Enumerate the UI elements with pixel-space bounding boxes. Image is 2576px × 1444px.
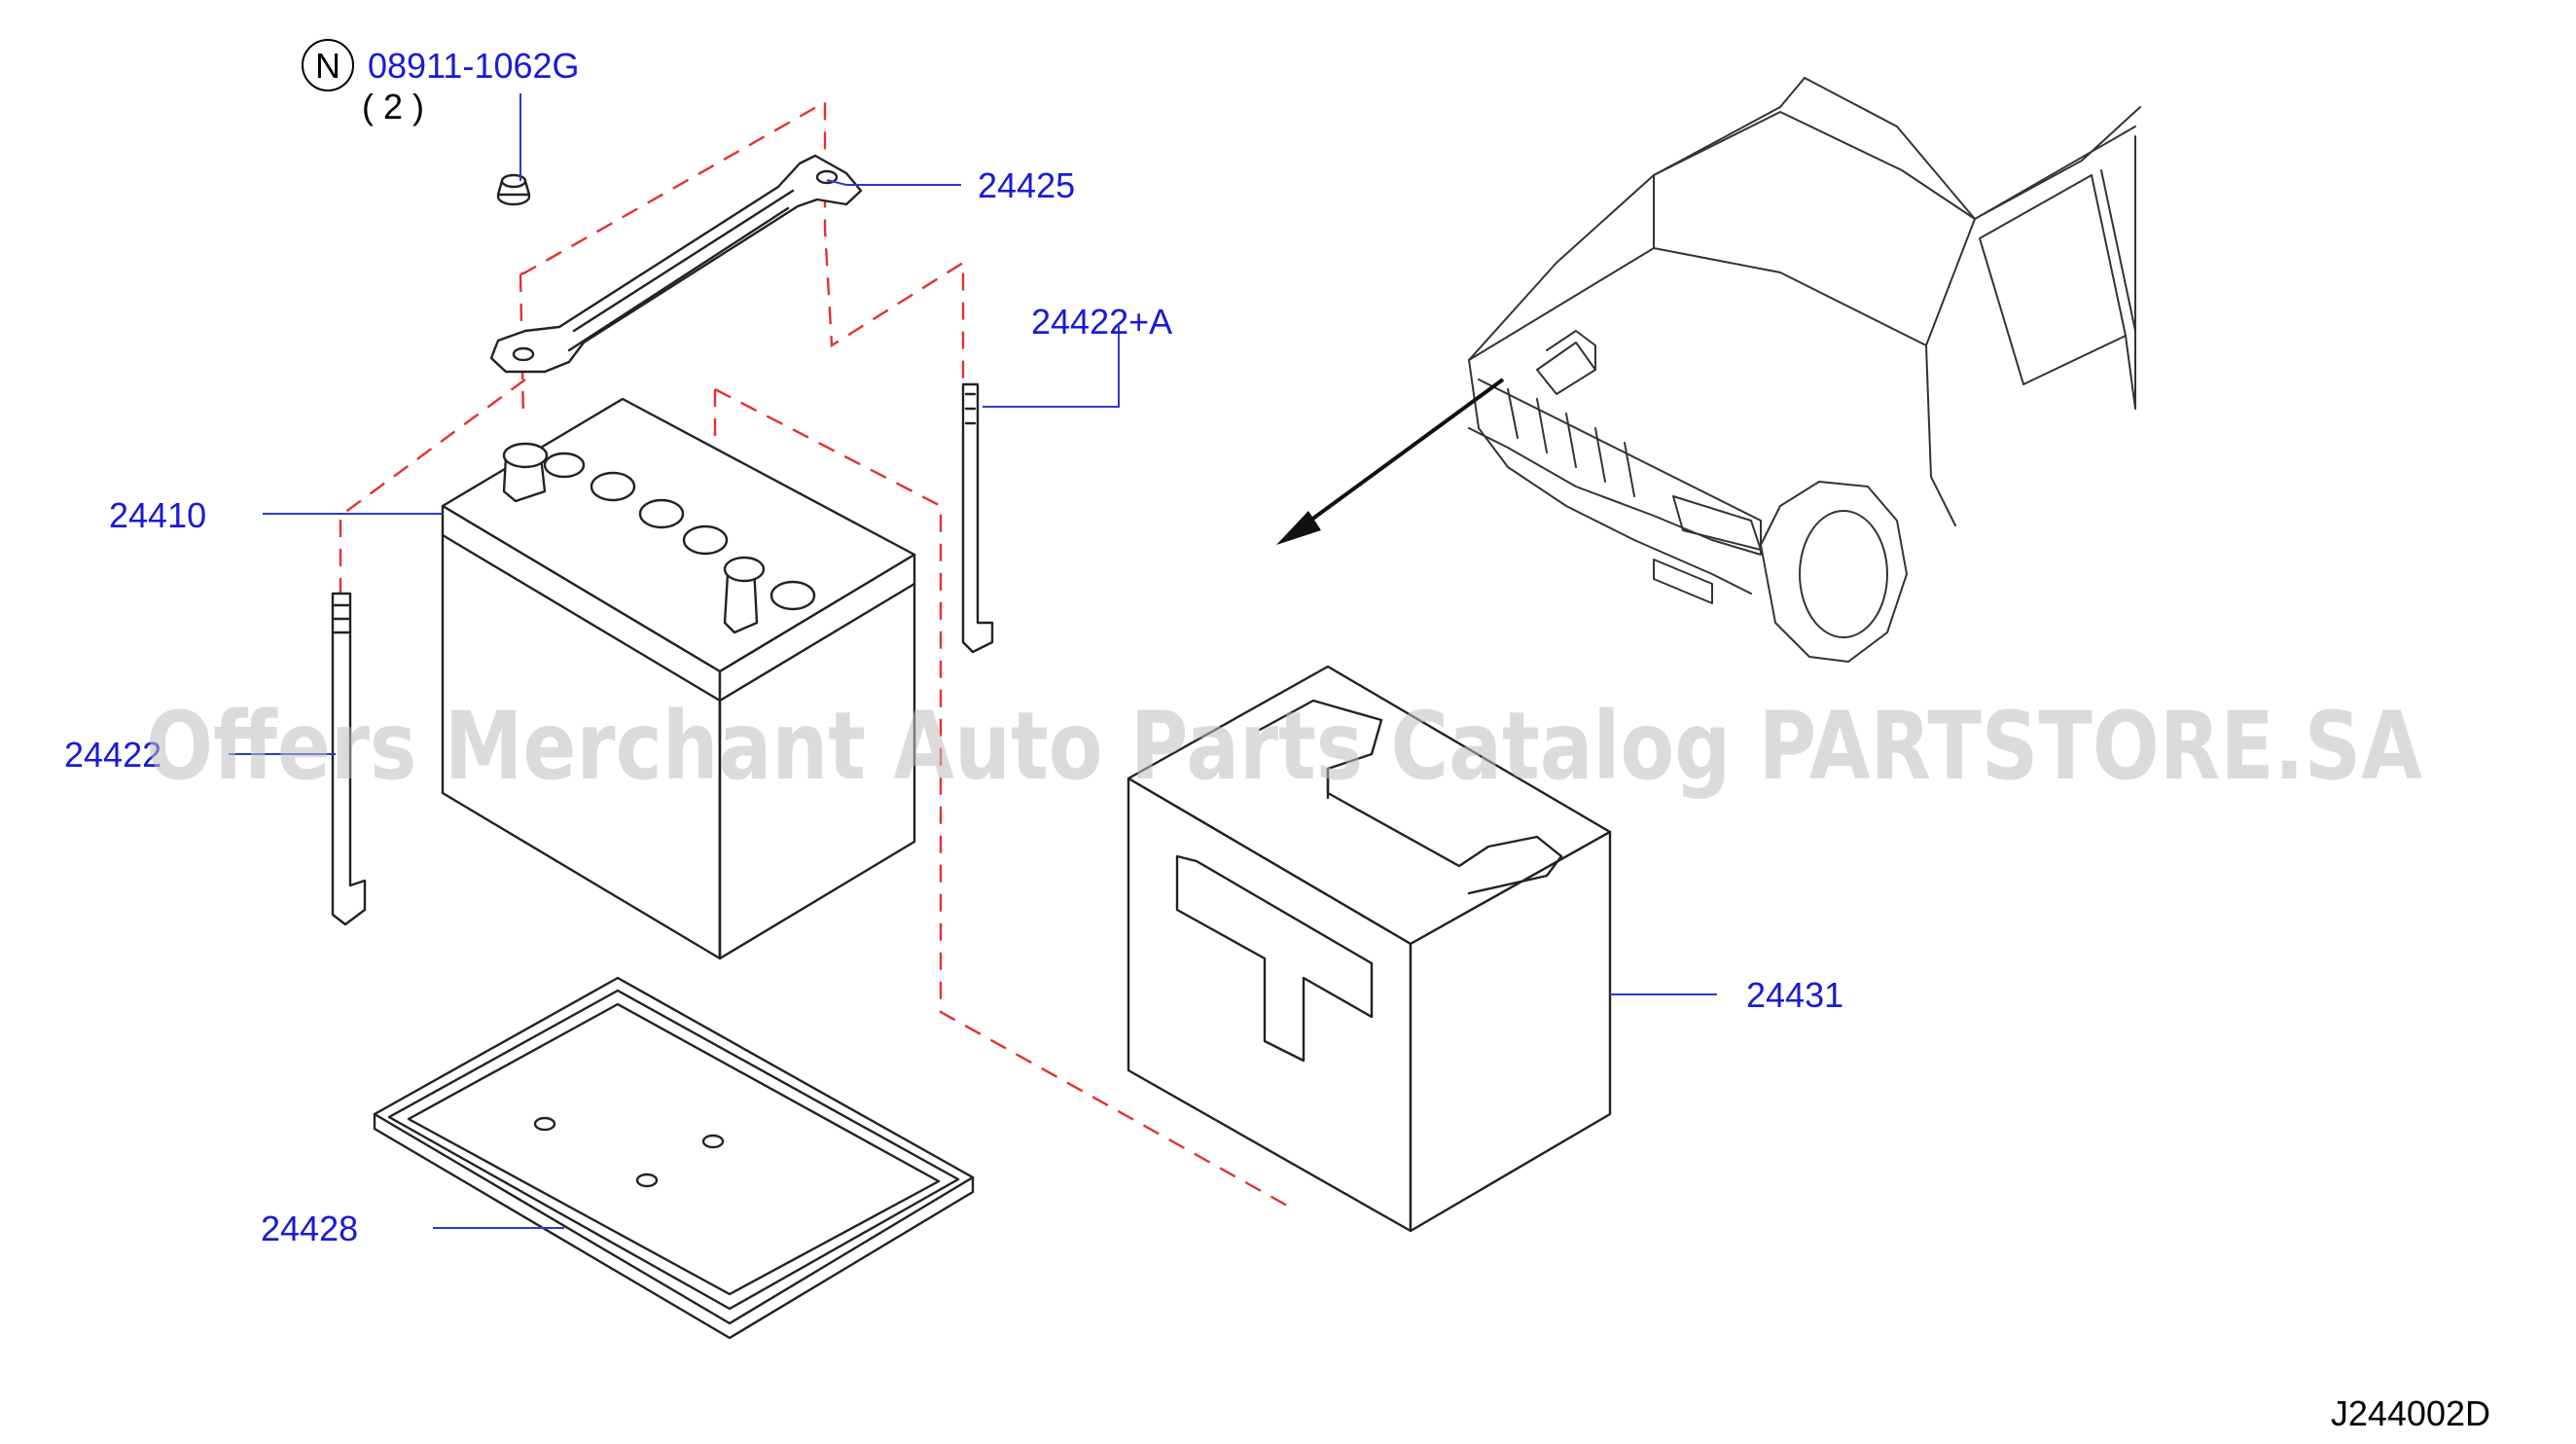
battery[interactable] bbox=[441, 397, 916, 960]
battery-cover[interactable] bbox=[1127, 665, 1612, 1233]
location-arrow bbox=[1276, 378, 1505, 545]
diagram-code: J244002D bbox=[2331, 1393, 2490, 1433]
note-symbol: N bbox=[315, 46, 340, 86]
note-part-number[interactable]: 08911-1062G bbox=[368, 46, 580, 86]
hold-down-rod[interactable] bbox=[331, 592, 367, 926]
flange-nut bbox=[496, 173, 531, 206]
note-callout: N 08911-1062G ( 2 ) bbox=[302, 39, 580, 126]
watermark: Offers Merchant Auto Parts Catalog PARTS… bbox=[146, 692, 2422, 801]
callout-24428[interactable]: 24428 bbox=[261, 1209, 358, 1248]
callout-24431[interactable]: 24431 bbox=[1746, 975, 1843, 1015]
hold-down-rod-a[interactable] bbox=[961, 382, 994, 654]
callout-24422[interactable]: 24422 bbox=[64, 735, 161, 775]
callout-24410[interactable]: 24410 bbox=[109, 495, 206, 535]
note-quantity: ( 2 ) bbox=[362, 87, 424, 126]
callout-24425[interactable]: 24425 bbox=[978, 165, 1075, 205]
vehicle-locator-illustration bbox=[1468, 77, 2141, 663]
callout-24422-a[interactable]: 24422+A bbox=[1031, 302, 1172, 342]
leader-lines bbox=[229, 93, 1717, 1229]
battery-tray[interactable] bbox=[373, 976, 975, 1340]
